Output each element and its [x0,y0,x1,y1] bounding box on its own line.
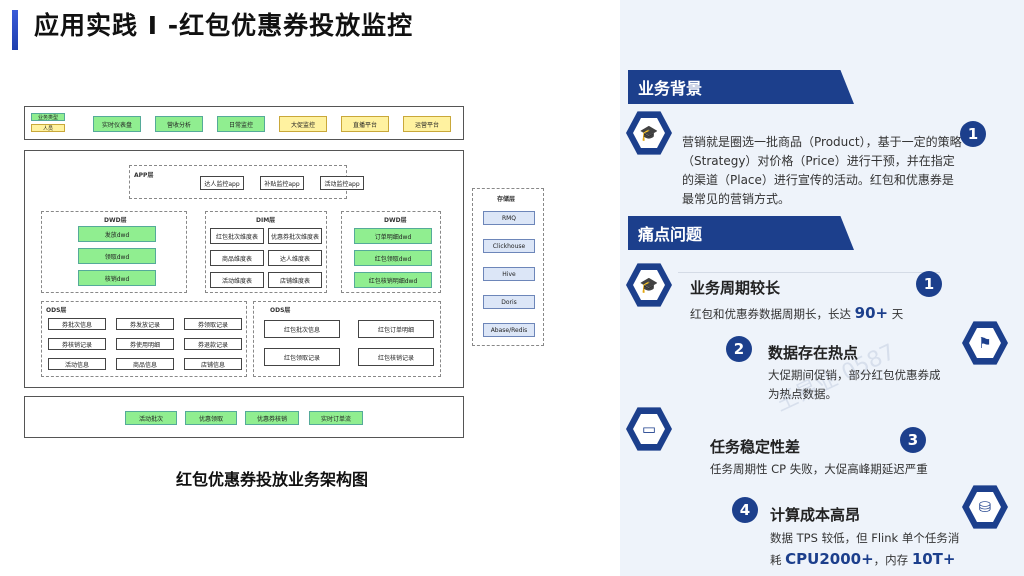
database-icon: ⛁ [969,491,1001,523]
pain-number-4: 4 [732,497,758,523]
mortarboard-icon: 🎓 [633,269,665,301]
ods-left-item-2: 券发放记录 [116,318,174,330]
diagram-caption: 红包优惠券投放业务架构图 [176,470,369,489]
bottom-item-3: 优惠券核销 [245,411,299,425]
background-text: 营销就是圈选一批商品（Product），基于一定的策略（Strategy）对价格… [682,135,962,206]
pain-title-4: 计算成本高昂 [770,506,861,524]
dwd-right-item-2: 红包领取dwd [354,250,432,266]
app-layer: APP层 达人监控app 补贴监控app 活动监控app [129,165,364,199]
dwd-left-layer: DWD层 发放dwd 领取dwd 核销dwd [41,211,187,293]
pain-title-3: 任务稳定性差 [710,438,801,456]
dim-item-3: 商品维度表 [210,250,264,266]
pain-desc-1: 红包和优惠券数据周期长，长达 90+ 天 [690,304,904,322]
architecture-diagram: 业务类型 人员 实时仪表盘营收分析日常监控大促监控直播平台运营平台 APP层 达… [24,106,544,446]
dwd-right-layer: DWD层 订单明细dwd 红包领取dwd 红包核销明细dwd [341,211,441,293]
pain-desc-4-line1: 数据 TPS 较低，但 Flink 单个任务消 [770,531,960,545]
dim-item-2: 优惠券批次维度表 [268,228,322,244]
banner-background: 业务背景 [628,70,854,104]
ods-right-layer: ODS层 红包批次信息红包订单明细红包领取记录红包核销记录 [253,301,441,377]
server-icon-hex: ▭ [626,407,672,451]
pain-title-1: 业务周期较长 [690,279,781,297]
top-item-6: 运营平台 [403,116,451,132]
bottom-item-4: 实时订单流 [309,411,363,425]
right-panel: 王易业 0587 业务背景 🎓 1 营销就是圈选一批商品（Product），基于… [620,0,1024,576]
ods-left-item-9: 店铺信息 [184,358,242,370]
storage-item-2: Clickhouse [483,239,535,253]
ods-right-title: ODS层 [270,307,291,314]
ods-right-item-1: 红包批次信息 [264,320,340,338]
main-frame: APP层 达人监控app 补贴监控app 活动监控app DWD层 发放dwd 领取d… [24,150,464,388]
pain-title-2: 数据存在热点 [768,344,859,362]
divider [678,272,940,273]
ods-right-item-3: 红包领取记录 [264,348,340,366]
flag-icon: ⚑ [969,327,1001,359]
dwd-right-item-3: 红包核销明细dwd [354,272,432,288]
legend-people: 人员 [31,124,65,132]
top-row-frame: 业务类型 人员 实时仪表盘营收分析日常监控大促监控直播平台运营平台 [24,106,464,140]
ods-left-item-4: 券核销记录 [48,338,106,350]
background-number: 1 [960,121,986,147]
flag-icon-hex: ⚑ [962,321,1008,365]
storage-item-3: Hive [483,267,535,281]
mortarboard-icon-hex-2: 🎓 [626,263,672,307]
top-item-2: 营收分析 [155,116,203,132]
storage-item-1: RMQ [483,211,535,225]
storage-item-4: Doris [483,295,535,309]
top-item-1: 实时仪表盘 [93,116,141,132]
dwd-right-item-1: 订单明细dwd [354,228,432,244]
ods-left-layer: ODS层 券批次信息券发放记录券领取记录券核销记录券使用明细券退款记录活动信息商… [41,301,247,377]
server-icon: ▭ [633,413,665,445]
pain-desc-3: 任务周期性 CP 失败，大促高峰期延迟严重 [710,462,928,476]
ods-right-item-4: 红包核销记录 [358,348,434,366]
legend-business: 业务类型 [31,113,65,121]
dim-item-1: 红包批次维度表 [210,228,264,244]
ods-left-item-6: 券退款记录 [184,338,242,350]
app-item-3: 活动监控app [320,176,364,190]
bottom-row-frame: 活动批次优惠领取优惠券核销实时订单流 [24,396,464,438]
top-item-5: 直播平台 [341,116,389,132]
ods-left-title: ODS层 [46,307,67,314]
mortarboard-icon: 🎓 [633,117,665,149]
dwd-right-title: DWD层 [384,217,407,224]
pain-number-1: 1 [916,271,942,297]
ods-left-item-3: 券领取记录 [184,318,242,330]
dim-layer: DIM层 红包批次维度表优惠券批次维度表商品维度表达人维度表活动维度表店铺维度表 [205,211,327,293]
pain-desc-4-line2: 耗 CPU2000+，内存 10T+ [770,550,956,568]
pain-number-2: 2 [726,336,752,362]
bottom-item-1: 活动批次 [125,411,177,425]
dwd-left-item-1: 发放dwd [78,226,156,242]
dim-item-4: 达人维度表 [268,250,322,266]
dim-item-5: 活动维度表 [210,272,264,288]
ods-left-item-5: 券使用明细 [116,338,174,350]
app-item-1: 达人监控app [200,176,244,190]
pain-number-3: 3 [900,427,926,453]
dwd-left-item-3: 核销dwd [78,270,156,286]
ods-left-item-7: 活动信息 [48,358,106,370]
banner-pain: 痛点问题 [628,216,854,250]
page-title: 应用实践 I -红包优惠券投放监控 [34,11,414,40]
app-layer-title: APP层 [134,172,154,179]
ods-right-item-2: 红包订单明细 [358,320,434,338]
title-accent-bar [12,10,18,50]
dim-title: DIM层 [256,217,276,224]
dwd-left-title: DWD层 [104,217,127,224]
bottom-item-2: 优惠领取 [185,411,237,425]
pain-desc-2: 大促期间促销，部分红包优惠券成为热点数据。 [768,368,941,401]
ods-left-item-1: 券批次信息 [48,318,106,330]
top-item-3: 日常监控 [217,116,265,132]
mortarboard-icon-hex: 🎓 [626,111,672,155]
ods-left-item-8: 商品信息 [116,358,174,370]
database-icon-hex: ⛁ [962,485,1008,529]
storage-item-5: Abase/Redis [483,323,535,337]
app-item-2: 补贴监控app [260,176,304,190]
top-item-4: 大促监控 [279,116,327,132]
dwd-left-item-2: 领取dwd [78,248,156,264]
dim-item-6: 店铺维度表 [268,272,322,288]
storage-title: 存储层 [497,196,516,203]
